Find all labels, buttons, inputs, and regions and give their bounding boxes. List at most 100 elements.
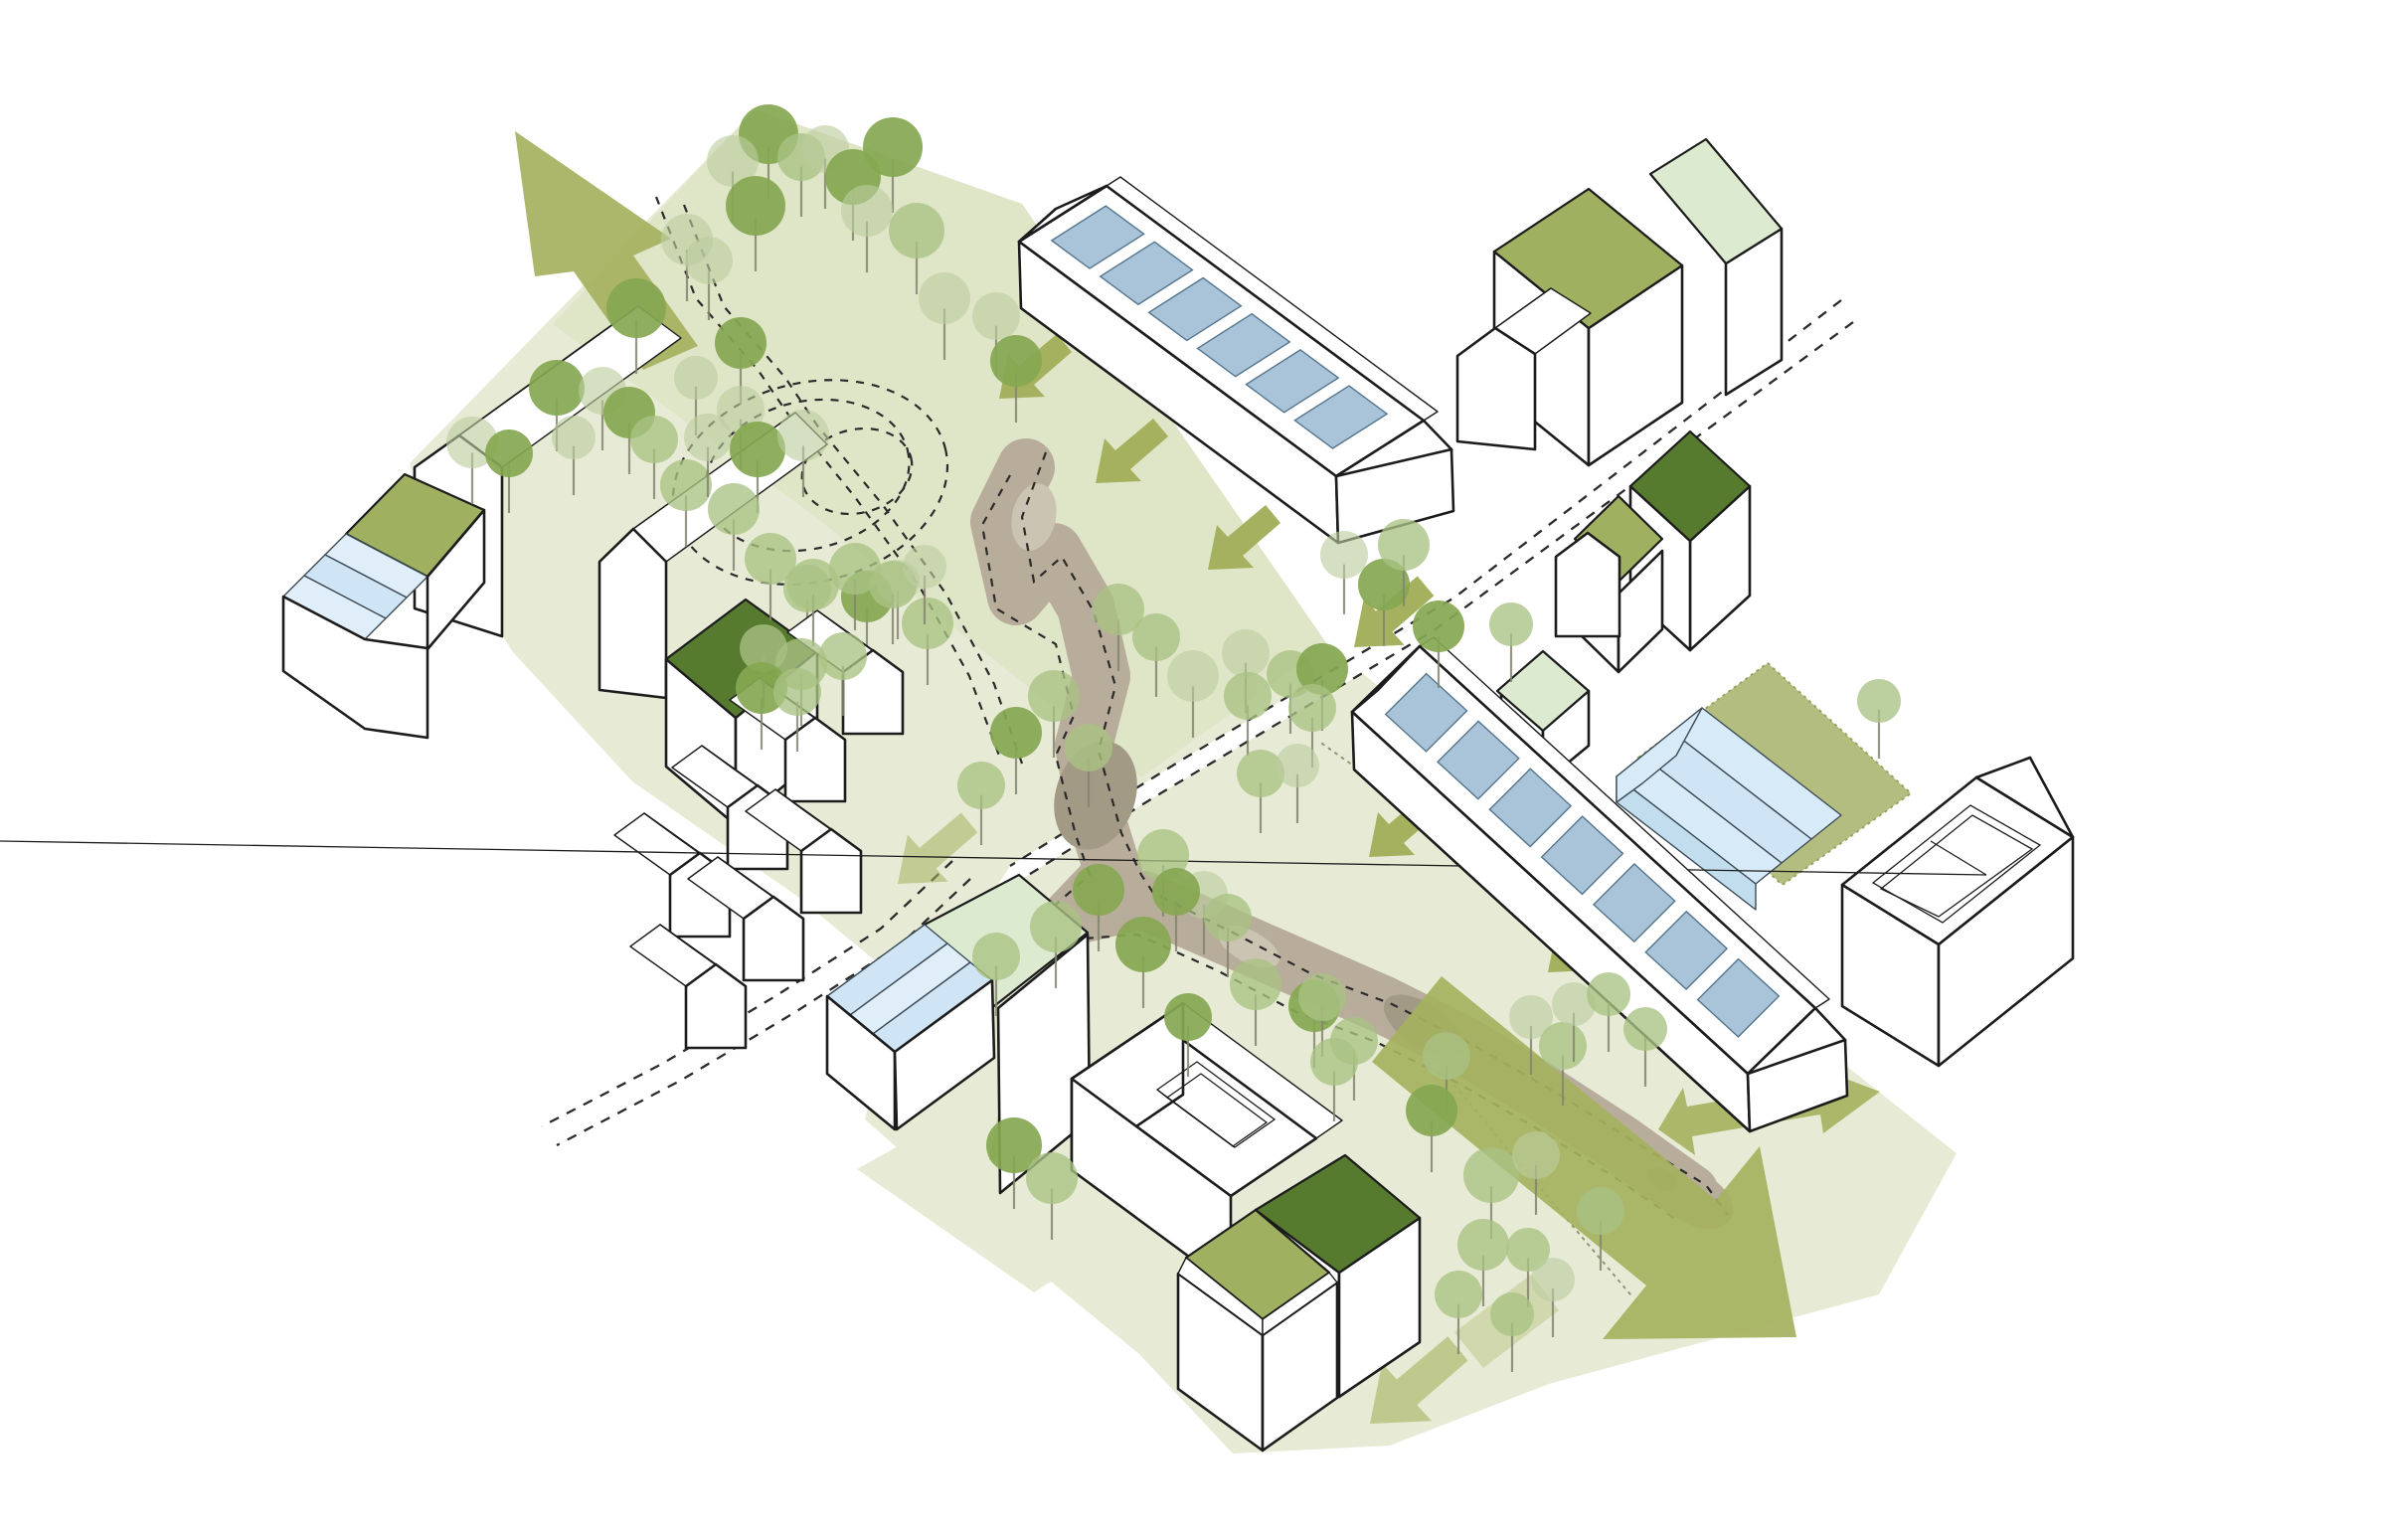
tree <box>972 933 1020 980</box>
tree <box>1623 1007 1667 1051</box>
solar-row-building-south <box>1352 637 1847 1131</box>
tree <box>736 662 787 714</box>
tree <box>957 762 1005 809</box>
tree <box>829 543 881 595</box>
tree <box>1204 894 1252 941</box>
solar-panel-array <box>1052 206 1387 448</box>
courtyard-slab-building-east <box>0 756 2075 1068</box>
tree <box>1406 1085 1457 1136</box>
tree <box>1457 1219 1509 1271</box>
tree <box>745 533 796 585</box>
tree <box>708 483 760 535</box>
buildings <box>0 137 2075 1453</box>
tree <box>903 545 946 589</box>
tree <box>919 272 970 324</box>
tree <box>1167 650 1219 702</box>
tree <box>606 278 666 338</box>
tree <box>1423 1032 1470 1080</box>
tree <box>1531 1258 1575 1301</box>
tree <box>1224 672 1272 720</box>
path-dark-patch <box>1054 741 1137 850</box>
courtyard-gable-building-south <box>1070 1001 1343 1289</box>
solar-panel-array <box>1386 674 1780 1037</box>
tree <box>552 416 596 459</box>
tree <box>674 356 718 400</box>
solar-panel <box>1149 278 1242 341</box>
solar-panel <box>1438 721 1519 798</box>
solar-panel <box>1294 386 1387 448</box>
tree <box>1164 993 1212 1041</box>
solar-panel <box>1698 959 1780 1037</box>
tree <box>1296 643 1348 695</box>
tree <box>1320 531 1368 579</box>
green-roof-dark <box>1628 429 1752 543</box>
solar-row-building-north <box>1019 177 1453 543</box>
tree <box>1298 973 1346 1021</box>
large-outflow-arrow-southeast <box>1372 976 1796 1339</box>
tree <box>1028 670 1080 722</box>
tree <box>1358 559 1410 610</box>
tree <box>902 598 953 649</box>
tree <box>787 559 839 610</box>
tree <box>1512 1131 1560 1179</box>
tree <box>1509 995 1553 1039</box>
tree <box>630 416 678 463</box>
tree <box>1132 613 1180 661</box>
path-light-patch <box>1011 483 1057 551</box>
tree <box>819 632 867 680</box>
tree <box>1026 1152 1078 1204</box>
tree <box>660 459 712 511</box>
tree <box>1857 679 1901 723</box>
tree <box>1030 901 1082 952</box>
tree <box>1288 684 1336 732</box>
tree <box>986 1117 1042 1173</box>
tree <box>777 410 829 461</box>
tree <box>889 203 944 258</box>
green-roof-cubes-south <box>1176 1153 1422 1453</box>
tree <box>1463 1147 1519 1203</box>
mound-dashed-rings <box>671 379 949 586</box>
tree <box>1073 864 1124 916</box>
tree <box>529 360 585 416</box>
tree <box>726 176 785 236</box>
tree <box>1237 750 1284 797</box>
tree <box>1378 519 1430 571</box>
tree <box>1152 868 1200 916</box>
tree <box>972 292 1020 340</box>
greenhouse <box>1616 707 1842 911</box>
house-green-gable-northeast <box>1455 137 1784 467</box>
tree <box>1435 1271 1482 1318</box>
tree <box>1310 1038 1358 1086</box>
tree <box>1115 917 1171 972</box>
tree <box>1490 1292 1534 1336</box>
tree <box>485 429 533 477</box>
tree <box>740 624 787 672</box>
greenhouse-allotment <box>1616 661 1913 911</box>
tree <box>685 237 733 284</box>
tree <box>1093 584 1144 635</box>
solar-panel <box>1198 314 1290 377</box>
tree <box>1577 1187 1624 1235</box>
tree <box>1413 600 1464 652</box>
tree <box>715 317 767 369</box>
solar-panel <box>1594 864 1675 941</box>
solar-panel <box>1489 769 1571 846</box>
tree <box>684 414 732 461</box>
tree <box>773 668 821 716</box>
solar-panel <box>1542 816 1623 894</box>
tree <box>863 117 923 177</box>
tree <box>841 185 893 237</box>
tree <box>990 335 1042 387</box>
tree <box>1506 1228 1550 1272</box>
tree <box>717 386 765 433</box>
tree <box>1539 1022 1587 1070</box>
tree <box>707 135 759 187</box>
tree <box>1552 982 1596 1026</box>
park-path-dashed-lines <box>654 196 1024 765</box>
tree <box>1222 629 1270 677</box>
solar-panel <box>1246 350 1338 413</box>
tree <box>1276 744 1319 787</box>
green-roof-dark <box>1254 1153 1422 1275</box>
